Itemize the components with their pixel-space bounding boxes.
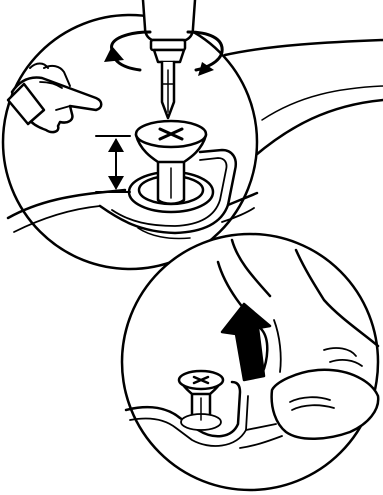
screwdriver-collar	[151, 40, 185, 50]
screwdriver-handle	[143, 0, 195, 40]
bracket-outline	[225, 40, 383, 55]
thumb-outline	[272, 370, 379, 439]
screwdriver-ferrule	[154, 50, 184, 62]
bracket-outline-lower	[250, 100, 383, 160]
top-detail-circle	[3, 15, 257, 269]
top-detail-panel	[3, 0, 383, 269]
bottom-detail-panel	[122, 234, 378, 490]
